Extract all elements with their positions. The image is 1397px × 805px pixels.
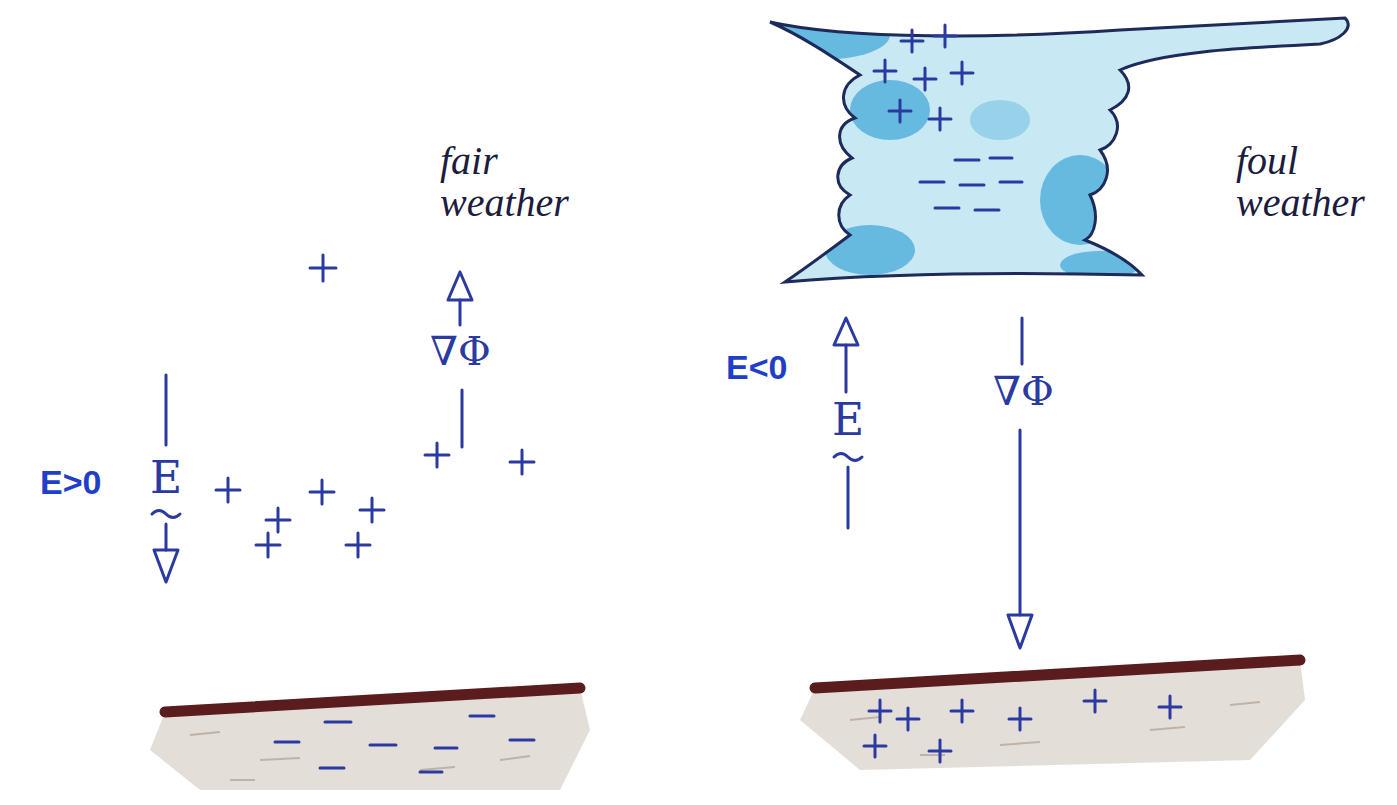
panel-heading: fair weather [440,140,590,224]
potential-gradient-symbol: ∇Φ [993,370,1054,412]
charge-symbols [216,25,1181,772]
field-sign-label: E<0 [726,350,787,386]
ground-line [165,688,580,712]
potential-gradient-symbol: ∇Φ [430,330,491,372]
ground-line [815,660,1300,688]
panel-heading: foul weather [1236,140,1386,224]
field-arrows [152,272,1032,648]
field-sign-label: E>0 [40,465,101,501]
field-symbol: E [150,455,182,501]
ground-shading [150,660,1305,790]
field-symbol: E [832,397,864,443]
